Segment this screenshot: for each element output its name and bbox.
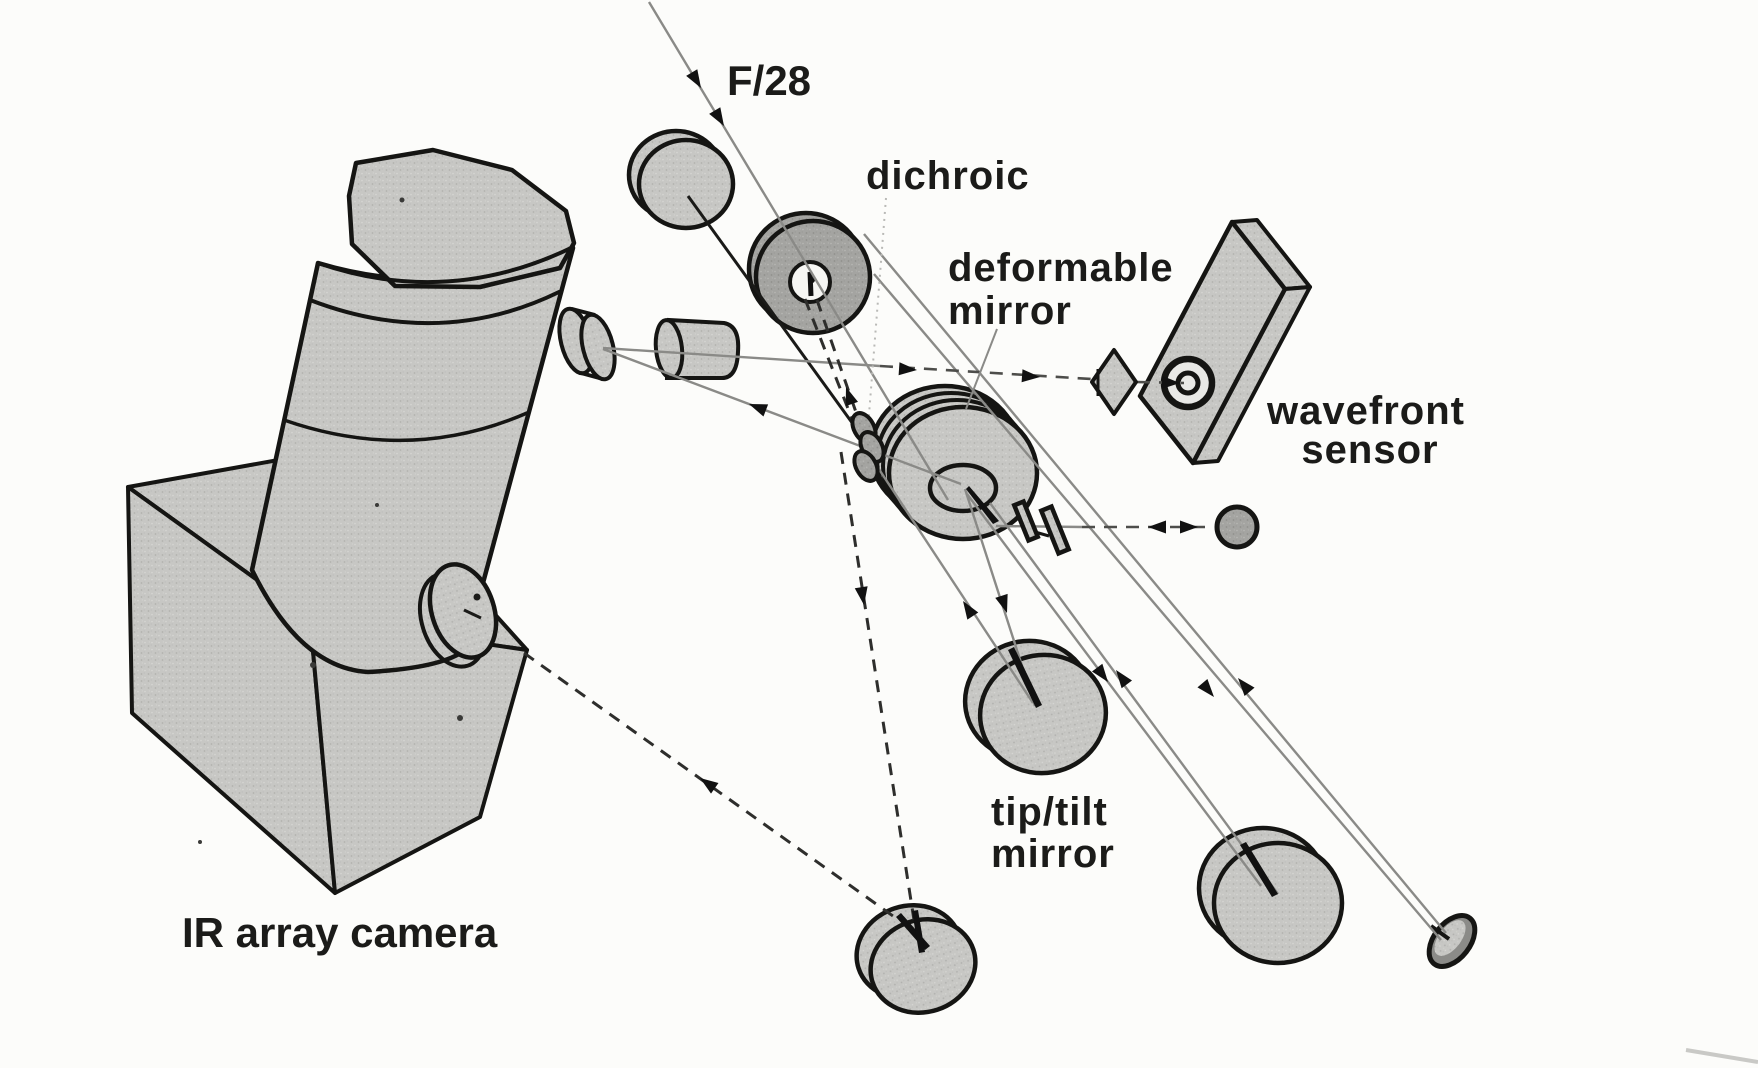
beam-lines-dashed-black [523,298,916,923]
retro-reference-disc [1214,504,1260,550]
dichroic-element [850,411,886,483]
window-speck [473,593,481,601]
field-lens-diamond [1090,348,1138,416]
label-deformable-line1: deformable [948,246,1174,290]
bottomfold-wedge-b [912,910,925,953]
ir-camera-dewar [249,147,577,675]
label-f28: F/28 [727,57,811,104]
wavefront-sensor-slab [1137,218,1312,466]
tip-tilt-mirror-disc [962,638,1109,776]
bottom-fold-mirror [854,903,978,1015]
deformable-mirror-disc [868,383,1040,542]
tiptilt-focus-wedge [1008,647,1042,708]
cylinder-lens [653,317,741,380]
dewar-surface-specks [375,197,405,507]
beamsplitter-plates [1011,498,1072,557]
hole-beam-mark [807,271,814,297]
label-ir-camera: IR array camera [182,909,498,956]
beam-dm-fold-a [966,493,1262,887]
label-tiptilt-line2: mirror [991,832,1115,876]
window-mark [463,608,482,620]
label-deformable-line2: mirror [948,289,1072,333]
deformable-label-pointer [965,328,998,410]
beam-dichroic-bottomfold [839,451,916,921]
small-mirror-stem [1429,924,1451,941]
beam-bottomfold-camera [523,651,901,923]
beamsplitter-plate-2 [1038,503,1072,557]
label-wavefront-line2: sensor [1301,428,1438,472]
beam-sensor-dashed [879,364,1092,381]
fold-mirror-disc [1196,825,1345,966]
beam-cone-a [863,233,1447,934]
beam-retro-solid [995,524,1083,529]
fold-focus-wedge [1240,842,1278,897]
beam-hole-dichroic-a [803,298,860,435]
beamsplitter-plate-1 [1011,498,1041,544]
focus-wedges [896,486,1278,953]
beam-cone-b [873,273,1442,941]
label-wavefront-line1: wavefront [1266,389,1465,433]
collimating-mirror-beam-stem [686,195,868,443]
dm-focus-wedge [966,486,999,524]
beam-lens-dm [602,347,962,486]
beam-sensor-solid [602,346,881,368]
dewar-cap [346,147,577,290]
beam-dm-fold-b [989,502,1279,895]
beam-hole-dichroic-b [815,299,868,442]
label-dichroic: dichroic [866,154,1030,198]
scan-smudge [1685,1048,1758,1064]
camera-window [417,562,499,669]
beam-sensor-dashed2 [1136,380,1185,385]
dm-center-ring [927,462,999,514]
hole-speck [809,277,815,283]
label-tiptilt-line1: tip/tilt [991,790,1108,834]
beam-tiptilt-dichroic [867,453,1035,704]
relay-lens [557,306,617,382]
collimating-mirror [626,128,736,231]
